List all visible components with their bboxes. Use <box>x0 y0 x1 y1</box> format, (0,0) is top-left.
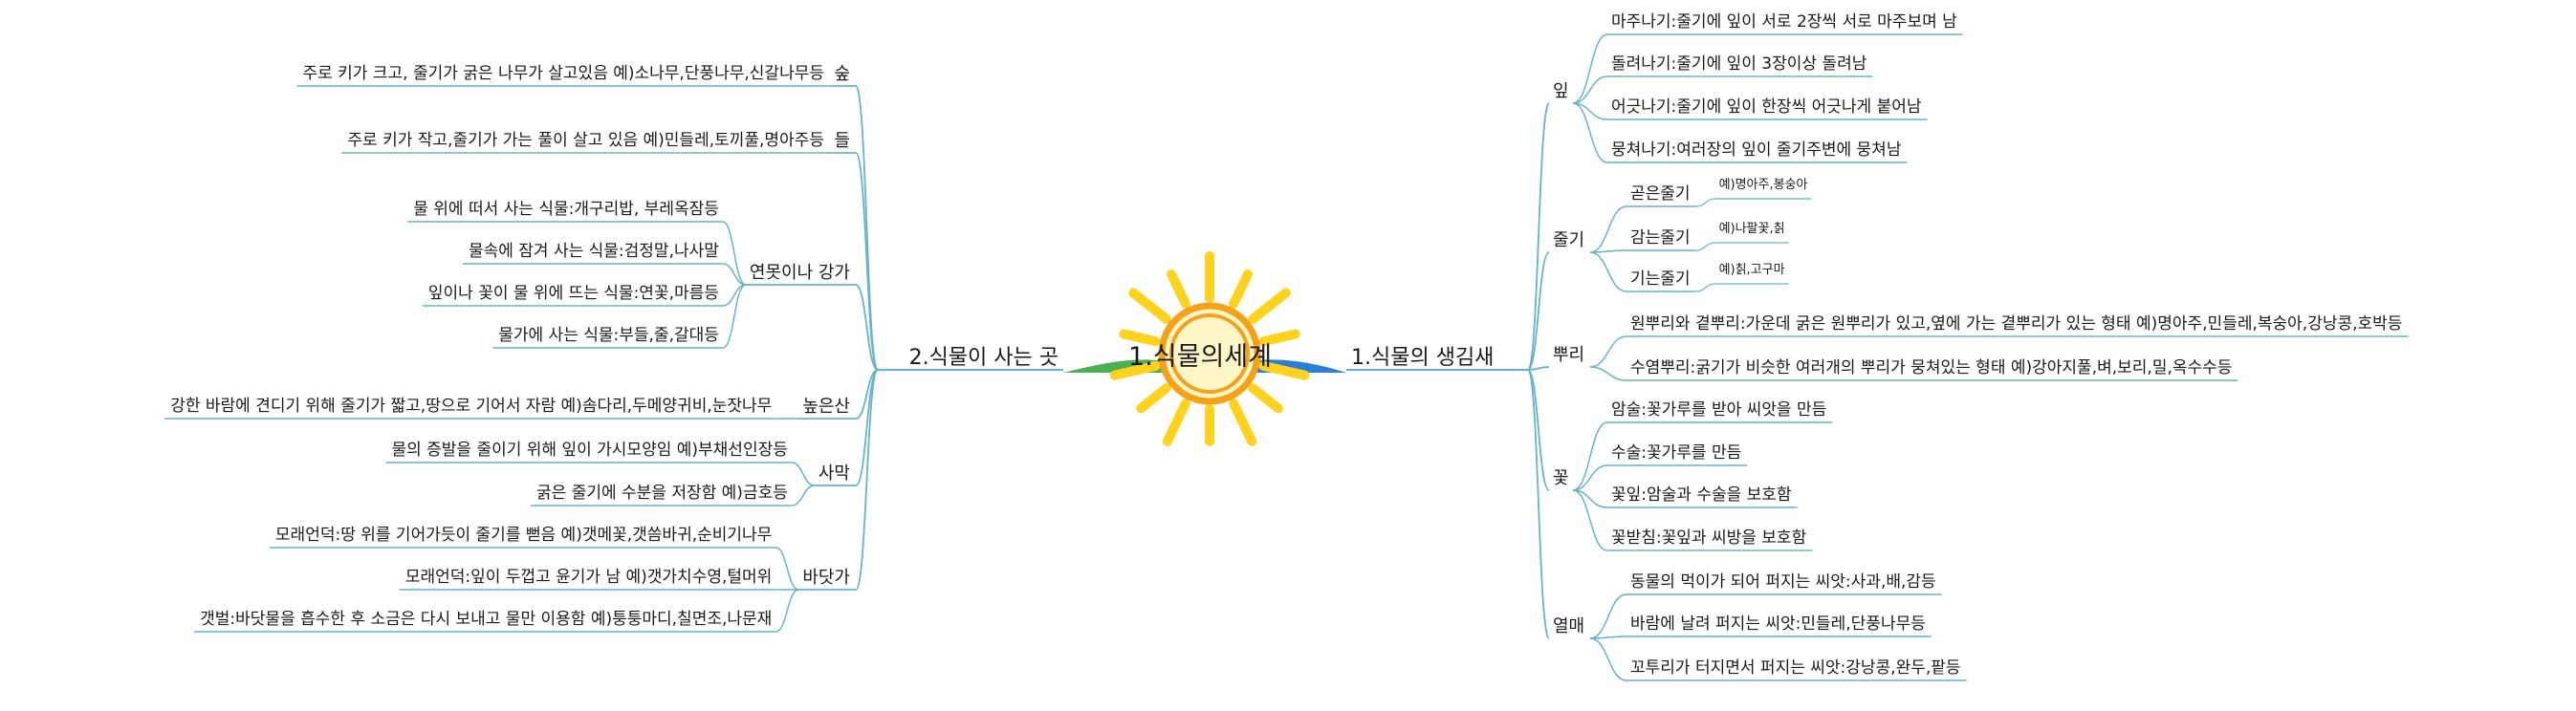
connector <box>1572 102 1608 163</box>
left-group-4-item-0[interactable]: 물의 증발을 줄이기 위해 잎이 가시모양임 예)부채선인장등 <box>391 441 788 460</box>
right-group-1[interactable]: 줄기 <box>1553 230 1585 250</box>
right-group-3-item-3[interactable]: 꽃받침:꽃잎과 씨방을 보호함 <box>1611 528 1807 548</box>
right-group-0-item-2[interactable]: 어긋나기:줄기에 잎이 한장씩 어긋나게 붙어남 <box>1611 97 1922 117</box>
right-group-1-item-2[interactable]: 기는줄기 <box>1630 269 1691 289</box>
right-group-4-item-1[interactable]: 바람에 날려 퍼지는 씨앗:민들레,단풍나무등 <box>1630 614 1926 634</box>
connector <box>1527 366 1550 371</box>
connector <box>1572 489 1608 551</box>
right-group-1-item-1[interactable]: 감는줄기 <box>1630 228 1691 248</box>
connector <box>1589 593 1627 639</box>
connector <box>855 152 879 371</box>
right-branch-title[interactable]: 1.식물의 생김새 <box>1351 346 1495 370</box>
connector <box>1589 249 1627 253</box>
connector <box>1589 335 1627 368</box>
connector <box>1695 242 1715 251</box>
left-group-5-item-1[interactable]: 모래언덕:잎이 두껍고 윤기가 남 예)갯가치수영,털머위 <box>404 568 773 587</box>
connector <box>722 263 747 286</box>
connector <box>791 485 816 506</box>
connector <box>1589 251 1627 292</box>
sun-ray <box>1109 360 1161 380</box>
connector <box>1589 205 1627 253</box>
right-group-3-item-0[interactable]: 암술:꽃가루를 받아 씨앗을 만듬 <box>1611 400 1827 420</box>
left-branch-title[interactable]: 2.식물이 사는 곳 <box>908 346 1059 370</box>
connector <box>1572 421 1608 491</box>
connector <box>1527 251 1550 371</box>
left-group-2-item-3[interactable]: 물가에 사는 식물:부들,줄,갈대등 <box>498 326 719 345</box>
sun-ray <box>1128 288 1171 324</box>
connector <box>1589 636 1627 639</box>
sun-ray <box>1258 329 1300 347</box>
left-group-4[interactable]: 사막 <box>818 463 850 484</box>
sun-ray <box>1136 383 1171 414</box>
left-group-2-item-0[interactable]: 물 위에 떠서 사는 식물:개구리밥, 부레옥잠등 <box>413 200 719 219</box>
connector <box>1589 366 1627 381</box>
connector <box>722 284 747 349</box>
sun-ray <box>1229 399 1257 446</box>
sun-ray <box>1258 360 1310 380</box>
sun-icon <box>1109 251 1310 446</box>
connector <box>1527 369 1550 639</box>
connector <box>775 589 799 633</box>
left-group-0-item-0[interactable]: 주로 키가 크고, 줄기가 굵은 나무가 살고있음 예)소나무,단풍나무,신갈나… <box>302 64 824 83</box>
connector <box>1695 198 1715 207</box>
left-group-3-item-0[interactable]: 강한 바람에 견디기 위해 줄기가 짧고,땅으로 기어서 자람 예)솜다리,두메… <box>170 397 773 416</box>
right-group-0-item-0[interactable]: 마주나기:줄기에 잎이 서로 2장씩 서로 마주보며 남 <box>1611 12 1957 32</box>
right-group-0-item-3[interactable]: 뭉쳐나기:여러장의 잎이 줄기주변에 뭉쳐남 <box>1611 140 1902 160</box>
connector <box>1572 33 1608 104</box>
connector <box>1589 637 1627 681</box>
left-group-5-item-0[interactable]: 모래언덕:땅 위를 기어가듯이 줄기를 뻗음 예)갯메꽃,갯씀바귀,순비기나무 <box>274 526 773 545</box>
connector <box>1695 283 1715 292</box>
right-group-1-item-1-example[interactable]: 예)나팔꽃,칡 <box>1718 222 1785 236</box>
sun-ring <box>1158 302 1261 405</box>
right-group-3[interactable]: 꽃 <box>1553 468 1569 488</box>
right-group-4[interactable]: 열매 <box>1553 616 1585 636</box>
right-group-4-item-2[interactable]: 꼬투리가 터지면서 퍼지는 씨앗:강낭콩,완두,팥등 <box>1630 658 1961 678</box>
connector <box>1572 75 1608 104</box>
connector <box>1527 369 1550 491</box>
right-group-2-item-0[interactable]: 원뿌리와 곁뿌리:가운데 굵은 원뿌리가 있고,옆에 가는 곁뿌리가 있는 형태… <box>1630 314 2403 334</box>
connector <box>775 547 799 591</box>
right-group-2-item-1[interactable]: 수염뿌리:굵기가 비슷한 여러개의 뿌리가 뭉쳐있는 형태 예)강아지풀,벼,보… <box>1630 358 2233 377</box>
right-group-1-item-0-example[interactable]: 예)명아주,봉숭아 <box>1718 178 1808 192</box>
connector <box>855 369 879 486</box>
sun-ray <box>1229 269 1253 309</box>
connector <box>1527 102 1550 371</box>
right-group-3-item-1[interactable]: 수술:꽃가루를 만듬 <box>1611 443 1742 463</box>
left-group-4-item-1[interactable]: 굵은 줄기에 수분을 저장함 예)금호등 <box>536 484 788 503</box>
right-group-3-item-2[interactable]: 꽃잎:암술과 수술을 보호함 <box>1611 485 1792 505</box>
connector <box>1572 464 1608 491</box>
connector <box>722 221 747 286</box>
right-group-0[interactable]: 잎 <box>1553 81 1569 101</box>
left-group-5-item-2[interactable]: 갯벌:바닷물을 흡수한 후 소금은 다시 보내고 물만 이용함 예)퉁퉁마디,칠… <box>200 610 773 629</box>
right-group-0-item-1[interactable]: 돌려나기:줄기에 잎이 3장이상 돌려남 <box>1611 54 1867 74</box>
right-group-4-item-0[interactable]: 동물의 먹이가 되어 퍼지는 씨앗:사과,배,감등 <box>1630 572 1936 592</box>
left-group-2-item-1[interactable]: 물속에 잠겨 사는 식물:검정말,나사말 <box>468 242 719 261</box>
left-group-0[interactable]: 숲 <box>834 64 850 84</box>
sun-ray <box>1162 399 1190 446</box>
right-group-1-item-0[interactable]: 곧은줄기 <box>1630 184 1691 204</box>
connector <box>791 462 816 486</box>
left-group-1-item-0[interactable]: 주로 키가 작고,줄기가 가는 풀이 살고 있음 예)민들레,토끼풀,명아주등 <box>347 131 824 150</box>
left-group-3[interactable]: 높은산 <box>802 397 850 417</box>
sun-ray <box>1248 383 1283 414</box>
central-topic[interactable]: 1.식물의세계 <box>1128 342 1272 372</box>
sun-ray <box>1167 269 1190 309</box>
right-group-2[interactable]: 뿌리 <box>1553 345 1585 365</box>
left-group-1[interactable]: 들 <box>834 131 850 151</box>
connector <box>855 369 879 591</box>
sun-ring <box>1169 313 1250 394</box>
sun-ray <box>1119 329 1161 347</box>
right-group-1-item-2-example[interactable]: 예)칡,고구마 <box>1718 263 1785 277</box>
left-group-2-item-2[interactable]: 잎이나 꽃이 물 위에 뜨는 식물:연꽃,마름등 <box>427 284 719 303</box>
left-group-2[interactable]: 연못이나 강가 <box>749 263 850 283</box>
sun-ray <box>1248 288 1291 324</box>
left-group-5[interactable]: 바닷가 <box>802 568 850 588</box>
connector-lines <box>164 33 2409 681</box>
connector <box>855 284 879 371</box>
